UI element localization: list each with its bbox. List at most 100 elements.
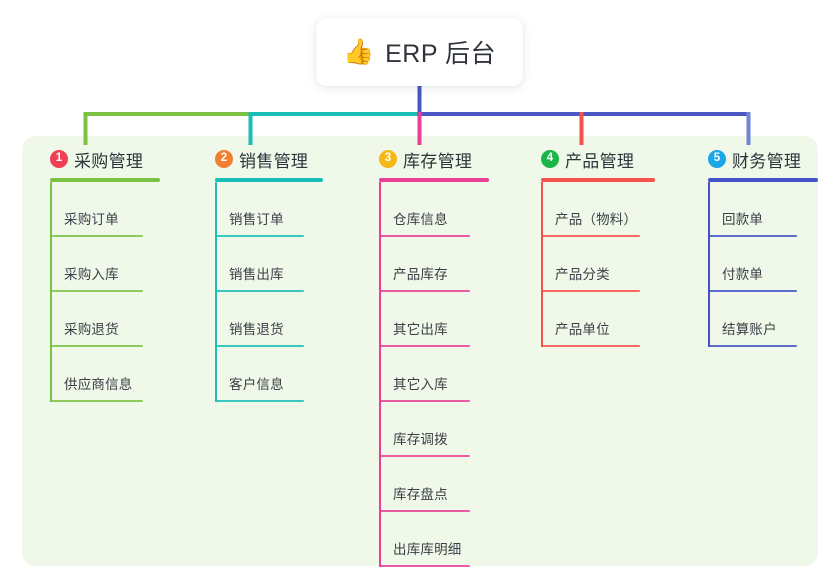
leaf-node-label: 销售订单 <box>229 212 284 227</box>
leaf-node-underline <box>380 345 470 347</box>
leaf-node[interactable]: 产品分类 <box>527 237 655 292</box>
leaf-node-label: 采购退货 <box>64 322 119 337</box>
leaf-node-underline <box>51 290 143 292</box>
leaf-node-underline <box>380 510 470 512</box>
branch-number-badge: 3 <box>379 150 397 168</box>
root-node[interactable]: 👍 ERP 后台 <box>316 18 523 86</box>
leaf-node[interactable]: 销售订单 <box>201 182 323 237</box>
branch-title: 采购管理 <box>74 151 144 171</box>
branch-header-2[interactable]: 2 销售管理 <box>201 146 323 172</box>
branch-header-1[interactable]: 1 采购管理 <box>36 146 160 172</box>
leaf-node-label: 产品分类 <box>555 267 610 282</box>
branch-header-4[interactable]: 4 产品管理 <box>527 146 655 172</box>
leaf-node-underline <box>216 400 304 402</box>
branch-header-3[interactable]: 3 库存管理 <box>365 146 489 172</box>
leaf-node[interactable]: 客户信息 <box>201 347 323 402</box>
leaf-node-label: 产品（物料） <box>555 212 638 227</box>
leaf-node-underline <box>51 400 143 402</box>
leaf-node-underline <box>709 345 797 347</box>
branch-spine <box>541 182 543 347</box>
branch-body: 产品（物料） 产品分类产品单位 <box>527 182 655 347</box>
leaf-node-underline <box>380 290 470 292</box>
branch-spine <box>379 182 381 567</box>
thumbs-up-icon: 👍 <box>342 37 375 66</box>
leaf-node-label: 供应商信息 <box>64 377 133 392</box>
branch-title: 库存管理 <box>403 151 473 171</box>
branch-spine <box>215 182 217 402</box>
branch-column-1: 1 采购管理采购订单采购入库采购退货供应商信息 <box>36 146 160 402</box>
branch-body: 回款单付款单结算账户 <box>694 182 818 347</box>
diagram-panel <box>22 136 818 566</box>
leaf-node-label: 其它入库 <box>393 377 448 392</box>
leaf-node-label: 付款单 <box>722 267 764 282</box>
leaf-node[interactable]: 库存盘点 <box>365 457 489 512</box>
leaf-node[interactable]: 付款单 <box>694 237 818 292</box>
leaf-node[interactable]: 销售出库 <box>201 237 323 292</box>
leaf-node-underline <box>380 400 470 402</box>
leaf-node-label: 采购入库 <box>64 267 119 282</box>
leaf-node-label: 回款单 <box>722 212 764 227</box>
leaf-node-label: 采购订单 <box>64 212 119 227</box>
leaf-node-label: 库存盘点 <box>393 487 448 502</box>
leaf-node[interactable]: 回款单 <box>694 182 818 237</box>
branch-header-5[interactable]: 5 财务管理 <box>694 146 818 172</box>
leaf-node[interactable]: 供应商信息 <box>36 347 160 402</box>
branch-title: 销售管理 <box>239 151 309 171</box>
root-node-label: ERP 后台 <box>385 40 497 68</box>
leaf-node-label: 客户信息 <box>229 377 284 392</box>
leaf-node[interactable]: 采购入库 <box>36 237 160 292</box>
branch-underline <box>379 178 489 182</box>
leaf-node-underline <box>542 290 640 292</box>
leaf-node-underline <box>216 345 304 347</box>
leaf-node-underline <box>51 235 143 237</box>
branch-number-badge: 1 <box>50 150 68 168</box>
branch-column-3: 3 库存管理仓库信息产品库存其它出库其它入库库存调拨库存盘点出库库明细 <box>365 146 489 567</box>
leaf-node[interactable]: 其它入库 <box>365 347 489 402</box>
leaf-node-underline <box>216 290 304 292</box>
leaf-node[interactable]: 采购退货 <box>36 292 160 347</box>
leaf-node[interactable]: 销售退货 <box>201 292 323 347</box>
branch-spine <box>50 182 52 402</box>
branch-underline <box>541 178 655 182</box>
leaf-node[interactable]: 采购订单 <box>36 182 160 237</box>
branch-column-5: 5 财务管理回款单付款单结算账户 <box>694 146 818 347</box>
leaf-node-label: 销售退货 <box>229 322 284 337</box>
leaf-node-underline <box>51 345 143 347</box>
leaf-node-underline <box>542 345 640 347</box>
leaf-node-underline <box>380 455 470 457</box>
branch-title: 财务管理 <box>732 151 802 171</box>
leaf-node-label: 其它出库 <box>393 322 448 337</box>
leaf-node-underline <box>380 565 470 567</box>
leaf-node[interactable]: 产品单位 <box>527 292 655 347</box>
branch-column-4: 4 产品管理产品（物料） 产品分类产品单位 <box>527 146 655 347</box>
branch-number-badge: 4 <box>541 150 559 168</box>
branch-number-badge: 2 <box>215 150 233 168</box>
leaf-node-label: 出库库明细 <box>393 542 462 557</box>
leaf-node-underline <box>709 235 797 237</box>
branch-body: 采购订单采购入库采购退货供应商信息 <box>36 182 160 402</box>
branch-body: 销售订单销售出库销售退货客户信息 <box>201 182 323 402</box>
leaf-node[interactable]: 仓库信息 <box>365 182 489 237</box>
leaf-node[interactable]: 产品库存 <box>365 237 489 292</box>
leaf-node-underline <box>216 235 304 237</box>
leaf-node-underline <box>709 290 797 292</box>
leaf-node-underline <box>542 235 640 237</box>
leaf-node[interactable]: 产品（物料） <box>527 182 655 237</box>
leaf-node-underline <box>380 235 470 237</box>
branch-title: 产品管理 <box>565 151 635 171</box>
leaf-node[interactable]: 结算账户 <box>694 292 818 347</box>
branch-number-badge: 5 <box>708 150 726 168</box>
leaf-node-label: 产品单位 <box>555 322 610 337</box>
leaf-node[interactable]: 其它出库 <box>365 292 489 347</box>
branch-spine <box>708 182 710 347</box>
leaf-node-label: 结算账户 <box>722 322 777 337</box>
leaf-node-label: 产品库存 <box>393 267 448 282</box>
leaf-node-label: 仓库信息 <box>393 212 448 227</box>
leaf-node-label: 销售出库 <box>229 267 284 282</box>
leaf-node[interactable]: 出库库明细 <box>365 512 489 567</box>
branch-underline <box>50 178 160 182</box>
leaf-node-label: 库存调拨 <box>393 432 448 447</box>
leaf-node[interactable]: 库存调拨 <box>365 402 489 457</box>
branch-column-2: 2 销售管理销售订单销售出库销售退货客户信息 <box>201 146 323 402</box>
